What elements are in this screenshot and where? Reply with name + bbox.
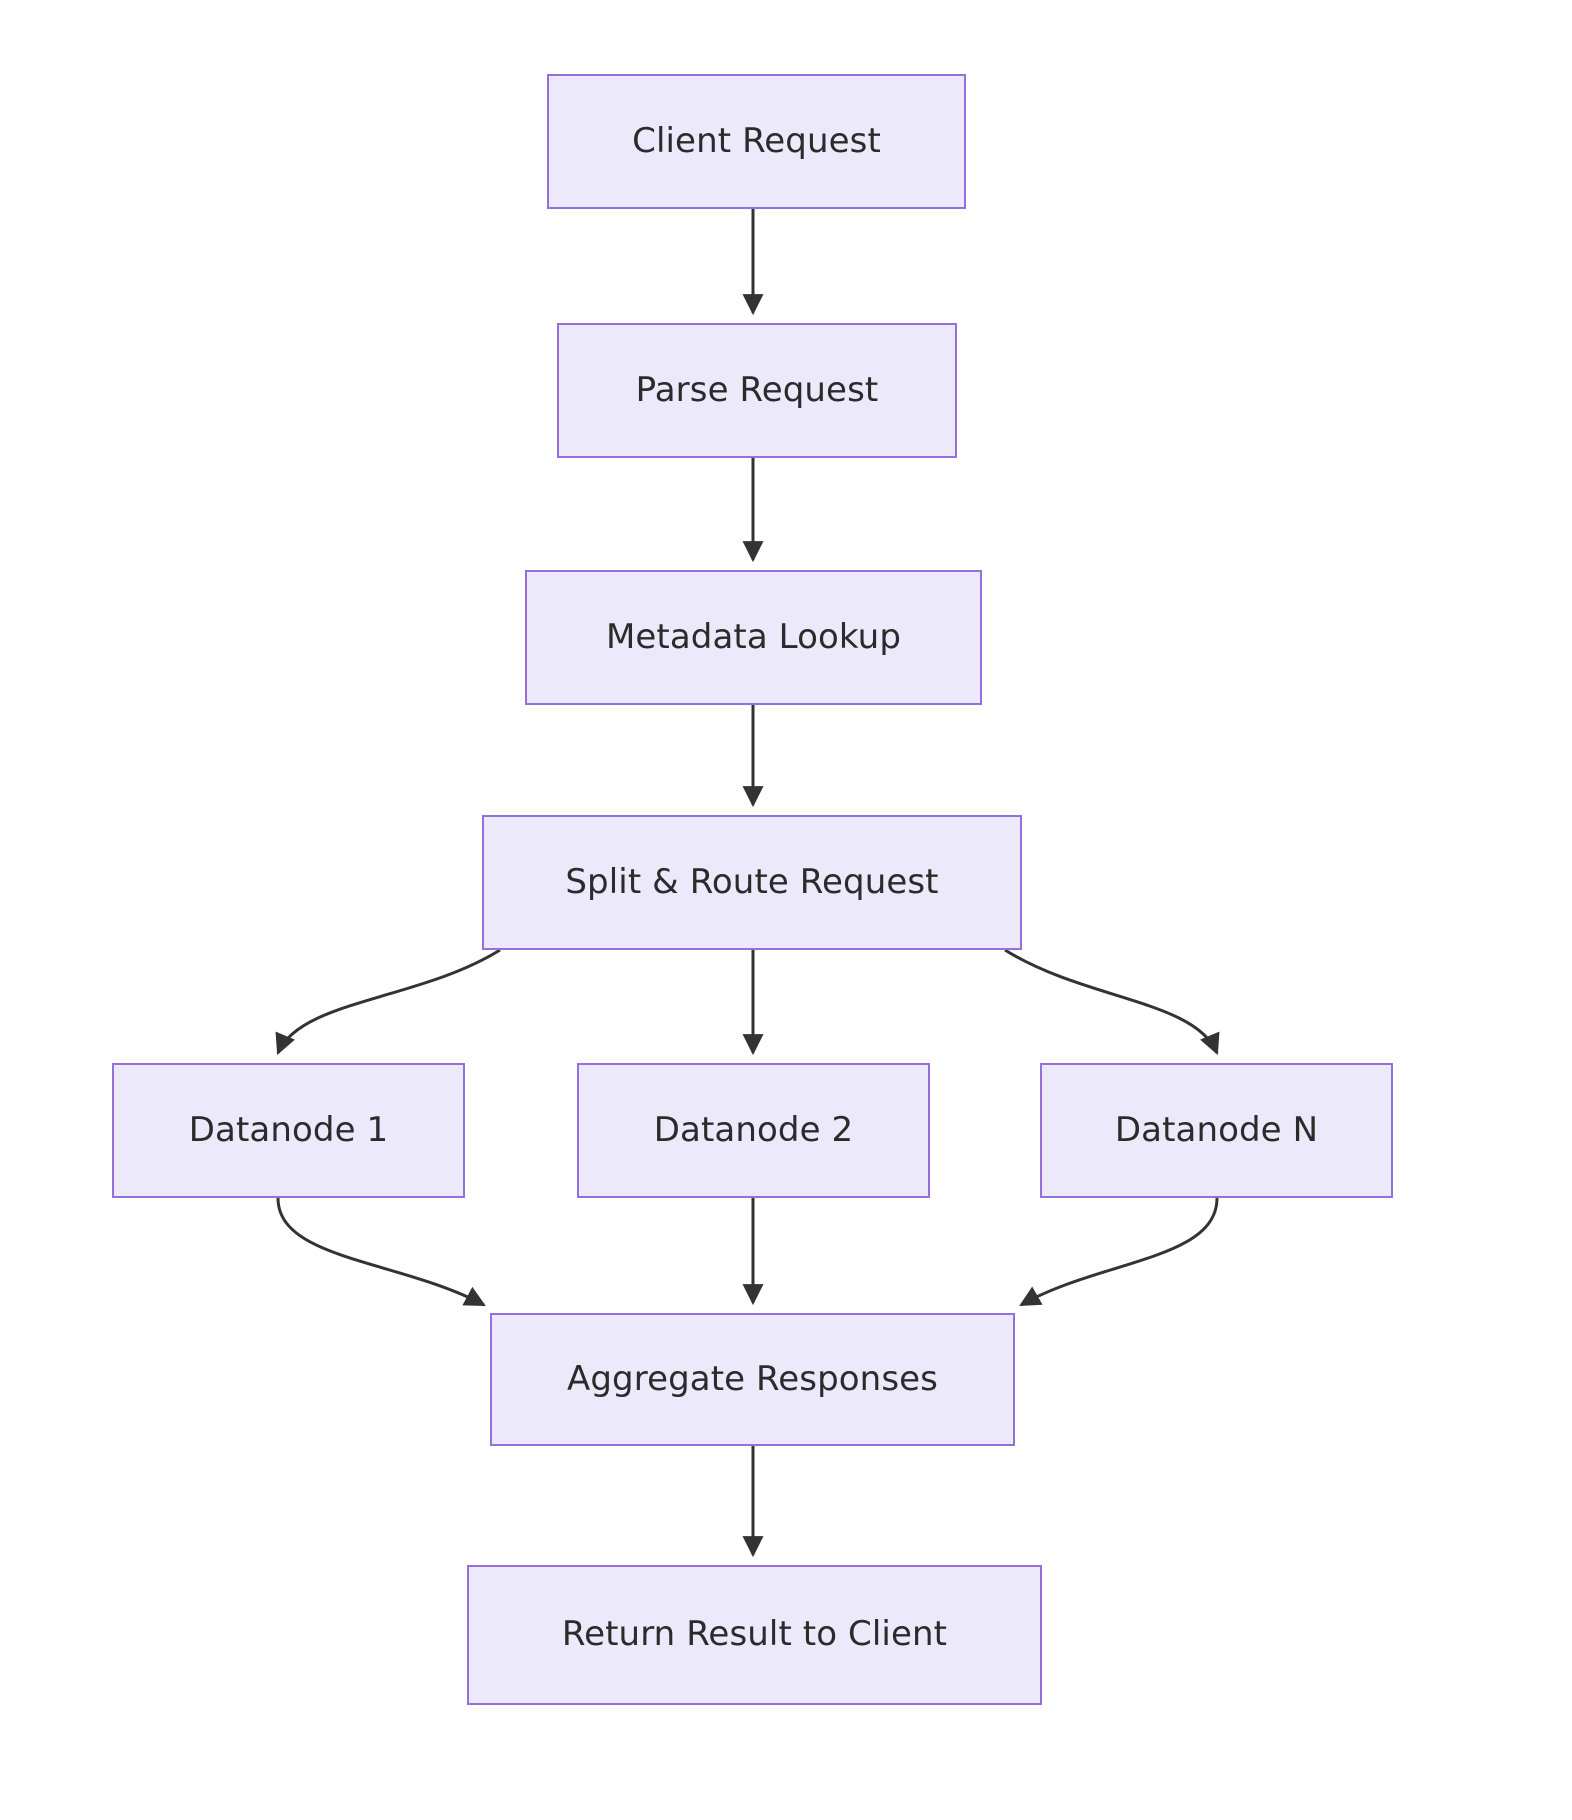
flowchart-node-label: Metadata Lookup [605,616,902,657]
flowchart-node-label: Aggregate Responses [567,1358,938,1399]
flowchart-node-return_result[interactable]: Return Result to Client [467,1565,1042,1705]
flowchart-node-metadata_lookup[interactable]: Metadata Lookup [525,570,982,705]
flowchart-node-aggregate[interactable]: Aggregate Responses [490,1313,1015,1446]
flowchart-edge [276,1197,486,1307]
flowchart-node-label: Datanode 1 [188,1109,389,1150]
flowchart-node-label: Parse Request [635,369,879,410]
flowchart-node-label: Datanode 2 [653,1109,854,1150]
flowchart-node-split_route[interactable]: Split & Route Request [482,815,1022,950]
flowchart-node-client_request[interactable]: Client Request [547,74,966,209]
flowchart-edge [1004,948,1220,1055]
flowchart-node-datanode_1[interactable]: Datanode 1 [112,1063,465,1198]
flowchart-edge [1019,1197,1219,1307]
flowchart-node-parse_request[interactable]: Parse Request [557,323,957,458]
flowchart-node-datanode_n[interactable]: Datanode N [1040,1063,1393,1198]
flowchart-node-label: Client Request [632,120,881,161]
flowchart-node-datanode_2[interactable]: Datanode 2 [577,1063,930,1198]
flowchart-node-label: Return Result to Client [561,1614,948,1655]
flowchart-node-label: Split & Route Request [565,861,939,902]
flowchart-edge [275,948,501,1055]
flowchart-node-label: Datanode N [1114,1109,1319,1150]
